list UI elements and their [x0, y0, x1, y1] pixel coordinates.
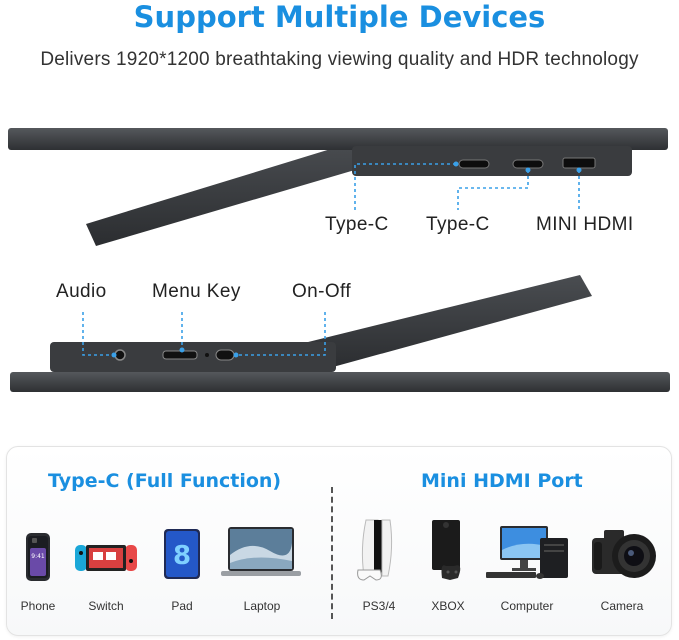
menu-key-wheel: [162, 350, 198, 360]
device-label-xbox: XBOX: [431, 599, 465, 613]
svg-text:8: 8: [173, 541, 191, 571]
page-title: Support Multiple Devices: [133, 0, 546, 34]
indicator-led: [205, 353, 209, 357]
type-c-heading: Type-C (Full Function): [48, 470, 282, 492]
device-label-switch: Switch: [88, 599, 124, 613]
panel-divider: [331, 487, 333, 619]
laptop-icon: [221, 527, 301, 576]
kickstand-bottom: [300, 275, 592, 370]
power-button: [215, 349, 235, 361]
playstation-icon: [357, 519, 393, 581]
mini-hdmi-port: [562, 157, 596, 169]
page-subtitle: Delivers 1920*1200 breathtaking viewing …: [40, 49, 639, 70]
monitor-top-view: [8, 128, 668, 246]
monitor-bottom-view: [10, 275, 670, 392]
svg-text:9:41: 9:41: [31, 553, 45, 560]
label-mini-hdmi: MINI HDMI: [536, 214, 634, 235]
device-label-ps: PS3/4: [362, 599, 396, 613]
monitor-bottom-body: [10, 372, 670, 392]
monitor-top-body: [8, 128, 668, 150]
device-label-computer: Computer: [500, 599, 554, 613]
device-label-camera: Camera: [600, 599, 644, 613]
label-menu-key: Menu Key: [152, 281, 241, 302]
port-housing-top: [352, 146, 632, 176]
device-label-pad: Pad: [171, 599, 193, 613]
device-label-laptop: Laptop: [243, 599, 281, 613]
monitor-port-diagram: [8, 128, 670, 392]
tablet-icon: 8: [164, 529, 200, 579]
label-audio: Audio: [56, 281, 107, 302]
kickstand-top: [86, 140, 382, 246]
label-on-off: On-Off: [292, 281, 352, 302]
camera-icon: [592, 530, 656, 578]
type-c-port-2: [512, 159, 544, 169]
label-type-c-2: Type-C: [426, 214, 490, 235]
phone-icon: 9:41: [26, 533, 50, 581]
xbox-icon: [432, 520, 461, 580]
type-c-port-1: [458, 159, 490, 169]
mini-hdmi-heading: Mini HDMI Port: [421, 470, 583, 492]
desktop-computer-icon: [486, 526, 568, 579]
label-type-c-1: Type-C: [325, 214, 389, 235]
device-label-phone: Phone: [20, 599, 56, 613]
game-console-icon: [75, 545, 137, 571]
